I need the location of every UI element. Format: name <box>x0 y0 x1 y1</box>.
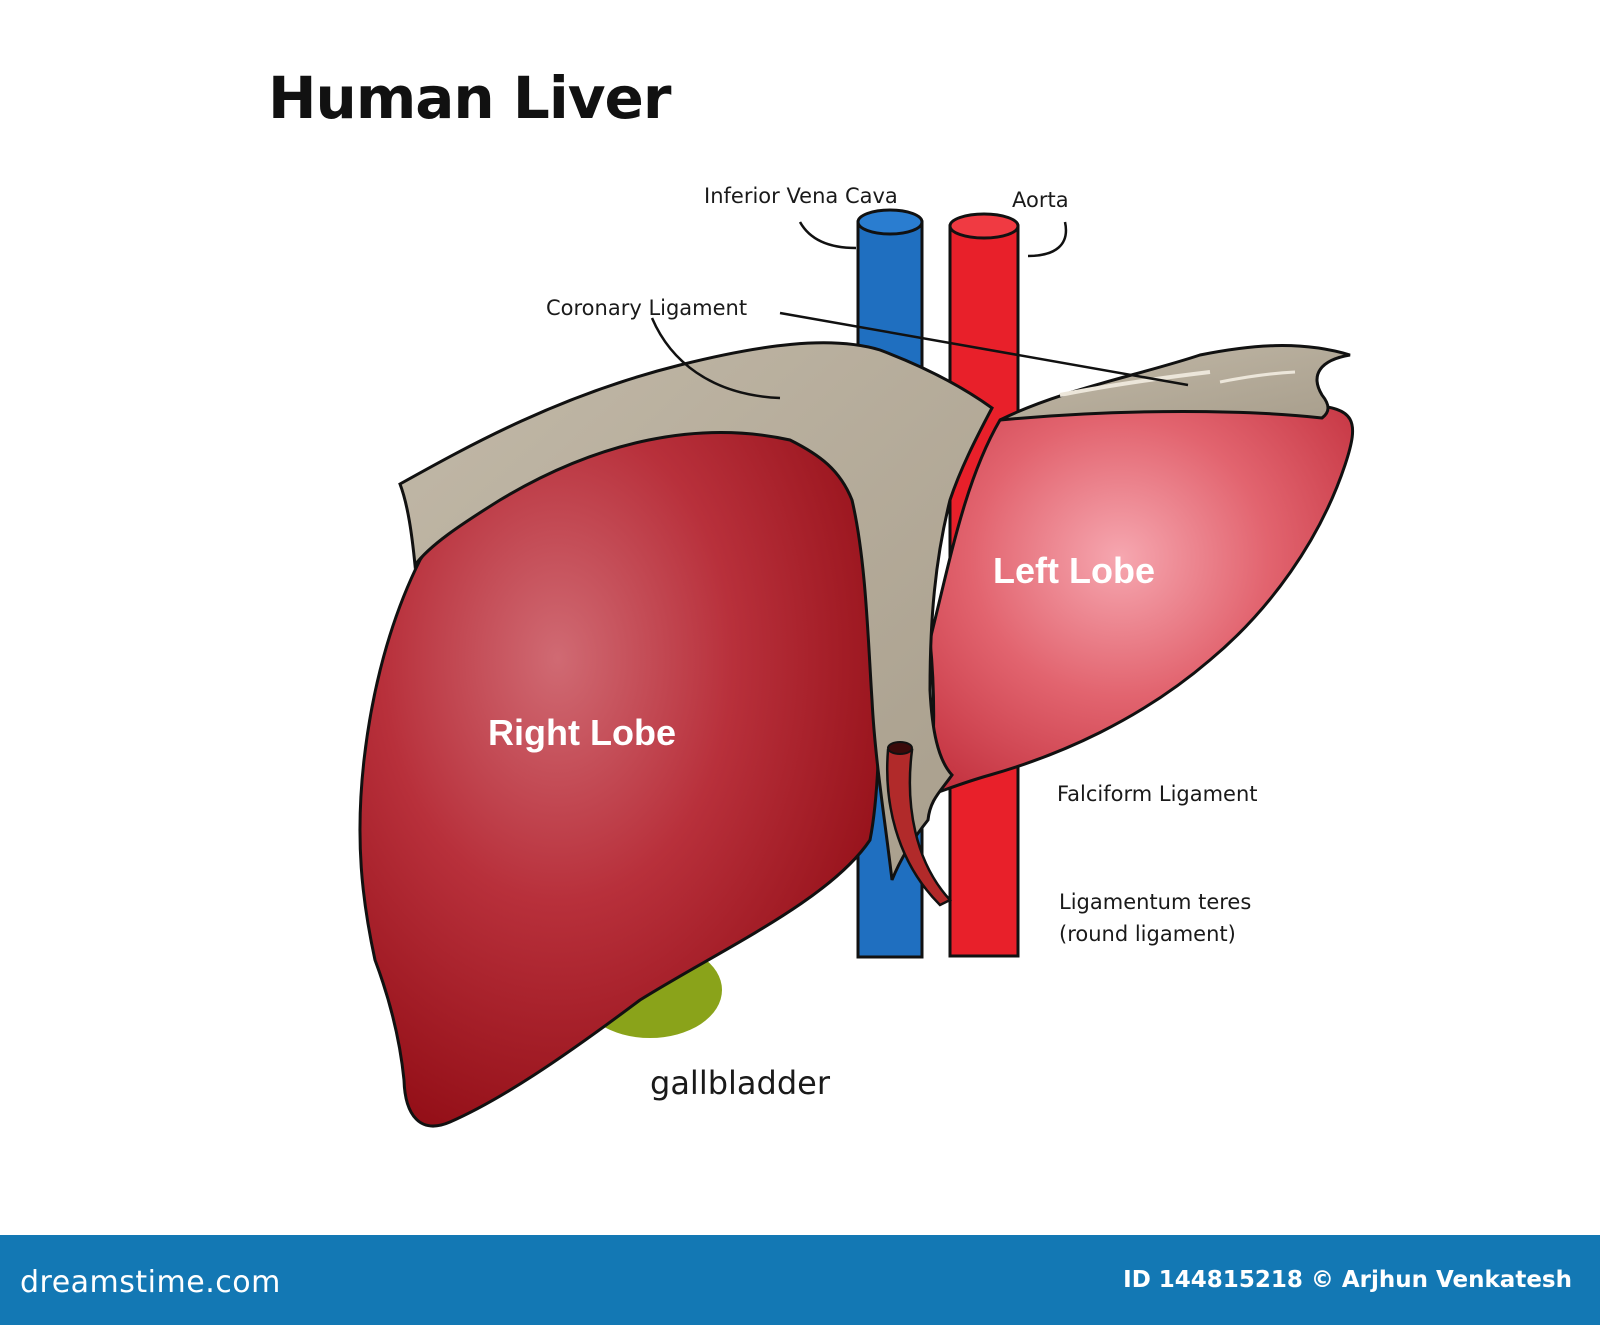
coronary-leader-line <box>779 311 1189 387</box>
label-round-ligament: (round ligament) <box>1059 922 1236 946</box>
label-inferior-vena-cava: Inferior Vena Cava <box>704 184 898 208</box>
left-lobe <box>928 398 1354 798</box>
ligament-highlight <box>1219 370 1296 384</box>
coronary-ligament-band <box>398 341 994 881</box>
ligament-highlight <box>1059 370 1211 397</box>
liver-diagram: Human Liver Inferior Vena Cava Aorta Cor… <box>268 64 1354 1128</box>
label-falciform-ligament: Falciform Ligament <box>1057 782 1258 806</box>
label-left-lobe: Left Lobe <box>993 550 1155 591</box>
label-gallbladder: gallbladder <box>650 1064 830 1102</box>
page-title: Human Liver <box>268 64 671 132</box>
aorta-top <box>948 212 1020 240</box>
liver-illustration <box>358 208 1354 1128</box>
label-coronary-ligament: Coronary Ligament <box>546 296 748 320</box>
aorta-leader-line <box>1027 221 1068 258</box>
ivc-leader-line <box>798 221 857 250</box>
inferior-vena-cava-top <box>856 208 924 236</box>
footer-bar: dreamstime.com ID 144815218 © Arjhun Ven… <box>0 1235 1600 1325</box>
image-credit: ID 144815218 © Arjhun Venkatesh <box>1123 1267 1572 1293</box>
ligamentum-teres-opening <box>887 741 913 755</box>
coronary-leader-line <box>650 317 781 400</box>
label-ligamentum-teres: Ligamentum teres <box>1059 890 1252 914</box>
brand-logo-text: dreamstime.com <box>20 1265 281 1300</box>
ligamentum-teres <box>886 748 953 907</box>
label-right-lobe: Right Lobe <box>488 712 676 753</box>
label-aorta: Aorta <box>1012 188 1069 212</box>
